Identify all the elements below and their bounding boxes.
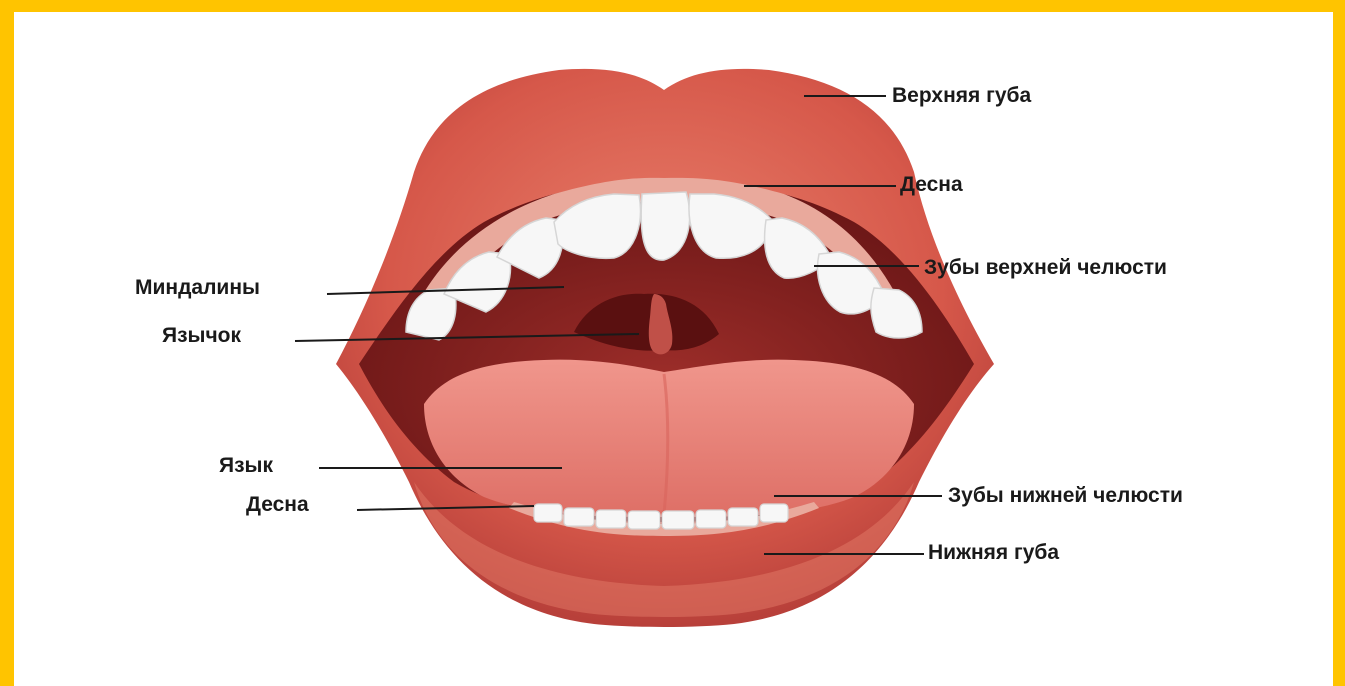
label-uvula: Язычок xyxy=(162,324,241,348)
label-lower-teeth: Зубы нижней челюсти xyxy=(948,484,1183,508)
label-gum-lower: Десна xyxy=(246,493,309,517)
mouth-illustration xyxy=(14,12,1333,686)
diagram-frame: Верхняя губа Десна Зубы верхней челюсти … xyxy=(14,12,1333,686)
label-tonsils: Миндалины xyxy=(135,276,260,300)
label-gum-upper: Десна xyxy=(900,173,963,197)
label-lower-lip: Нижняя губа xyxy=(928,541,1059,565)
label-tongue: Язык xyxy=(219,454,273,478)
label-upper-teeth: Зубы верхней челюсти xyxy=(924,256,1167,280)
label-upper-lip: Верхняя губа xyxy=(892,84,1031,108)
